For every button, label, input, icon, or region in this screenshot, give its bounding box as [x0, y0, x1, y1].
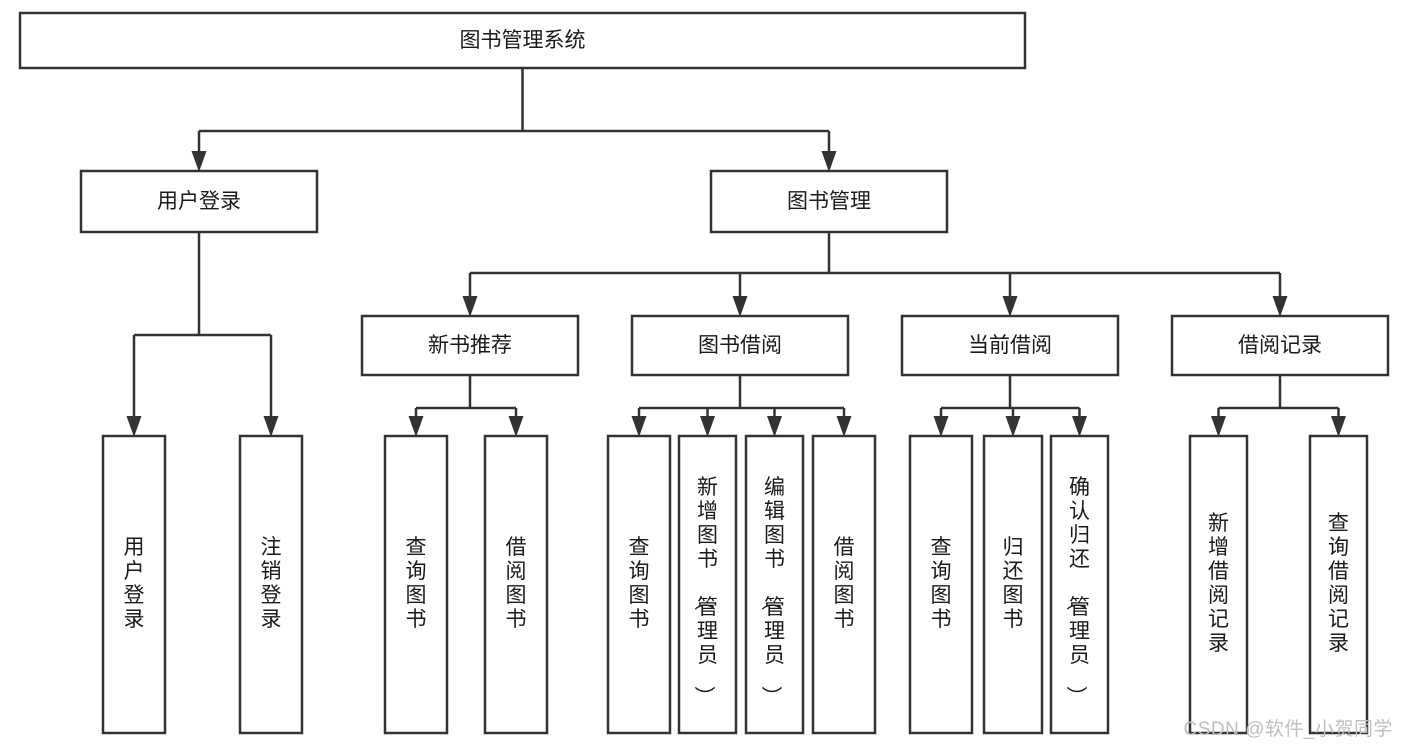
node-box-leaf-edit-book [744, 434, 805, 735]
node-label-user-login: 用户登录 [157, 190, 241, 213]
node-box-leaf-borrow-book-1 [483, 434, 549, 735]
connector-layer [126, 68, 1346, 437]
node-box-leaf-query-book-2 [606, 434, 672, 735]
node-leaf-borrow-book-2[interactable]: 借阅图书 [811, 434, 877, 735]
node-box-borrow-record [1170, 314, 1390, 377]
node-box-book-borrow [630, 314, 850, 377]
node-label-leaf-user-logout: 注销登录 [261, 536, 282, 631]
node-box-user-login [79, 169, 319, 234]
node-box-leaf-query-book-3 [908, 434, 974, 735]
node-label-leaf-user-login: 用户登录 [124, 536, 145, 631]
node-box-new-book-rec [360, 314, 580, 377]
node-leaf-query-book-1[interactable]: 查询图书 [383, 434, 449, 735]
node-box-leaf-query-record [1308, 434, 1369, 735]
node-current-borrow[interactable]: 当前借阅 [900, 314, 1120, 377]
node-box-leaf-borrow-book-2 [811, 434, 877, 735]
node-leaf-add-record[interactable]: 新增借阅记录 [1188, 434, 1249, 735]
node-box-leaf-add-record [1188, 434, 1249, 735]
node-box-current-borrow [900, 314, 1120, 377]
node-book-borrow[interactable]: 图书借阅 [630, 314, 850, 377]
node-box-root [18, 11, 1027, 70]
node-user-login[interactable]: 用户登录 [79, 169, 319, 234]
node-box-leaf-query-book-1 [383, 434, 449, 735]
node-box-book-manage [709, 169, 949, 234]
node-label-current-borrow: 当前借阅 [968, 334, 1052, 357]
node-label-leaf-query-book-1: 查询图书 [406, 536, 427, 631]
node-label-leaf-query-book-3: 查询图书 [931, 536, 952, 631]
node-box-leaf-confirm-return [1049, 434, 1110, 735]
node-leaf-query-book-2[interactable]: 查询图书 [606, 434, 672, 735]
node-leaf-query-record[interactable]: 查询借阅记录 [1308, 434, 1369, 735]
node-label-new-book-rec: 新书推荐 [428, 334, 512, 357]
node-box-leaf-user-logout [238, 434, 304, 735]
node-label-leaf-return-book: 归还图书 [1003, 536, 1024, 631]
node-label-leaf-query-book-2: 查询图书 [629, 536, 650, 631]
node-book-manage[interactable]: 图书管理 [709, 169, 949, 234]
node-leaf-query-book-3[interactable]: 查询图书 [908, 434, 974, 735]
node-label-leaf-borrow-book-1: 借阅图书 [506, 536, 527, 631]
node-label-leaf-add-book: 新增图书（管理员） [692, 476, 718, 707]
node-leaf-user-logout[interactable]: 注销登录 [238, 434, 304, 735]
node-root[interactable]: 图书管理系统 [18, 11, 1027, 70]
node-box-leaf-add-book [677, 434, 738, 735]
node-label-leaf-query-record: 查询借阅记录 [1328, 512, 1349, 655]
node-leaf-edit-book[interactable]: 编辑图书（管理员） [744, 434, 805, 735]
node-label-leaf-edit-book: 编辑图书（管理员） [759, 476, 785, 707]
node-leaf-confirm-return[interactable]: 确认归还（管理员） [1049, 434, 1110, 735]
node-new-book-rec[interactable]: 新书推荐 [360, 314, 580, 377]
node-label-leaf-confirm-return: 确认归还（管理员） [1064, 476, 1090, 707]
node-label-book-borrow: 图书借阅 [698, 334, 782, 357]
node-leaf-return-book[interactable]: 归还图书 [982, 434, 1044, 735]
node-label-leaf-borrow-book-2: 借阅图书 [834, 536, 855, 631]
node-label-leaf-add-record: 新增借阅记录 [1208, 512, 1229, 655]
node-box-leaf-return-book [982, 434, 1044, 735]
node-label-root: 图书管理系统 [460, 29, 586, 52]
node-borrow-record[interactable]: 借阅记录 [1170, 314, 1390, 377]
node-box-leaf-user-login [101, 434, 167, 735]
node-layer: 图书管理系统用户登录图书管理新书推荐图书借阅当前借阅借阅记录用户登录注销登录查询… [18, 11, 1390, 735]
watermark-text: CSDN @软件_小贺同学 [1183, 719, 1393, 740]
node-leaf-add-book[interactable]: 新增图书（管理员） [677, 434, 738, 735]
node-leaf-user-login[interactable]: 用户登录 [101, 434, 167, 735]
node-label-book-manage: 图书管理 [787, 190, 871, 213]
node-label-borrow-record: 借阅记录 [1238, 334, 1322, 357]
node-leaf-borrow-book-1[interactable]: 借阅图书 [483, 434, 549, 735]
